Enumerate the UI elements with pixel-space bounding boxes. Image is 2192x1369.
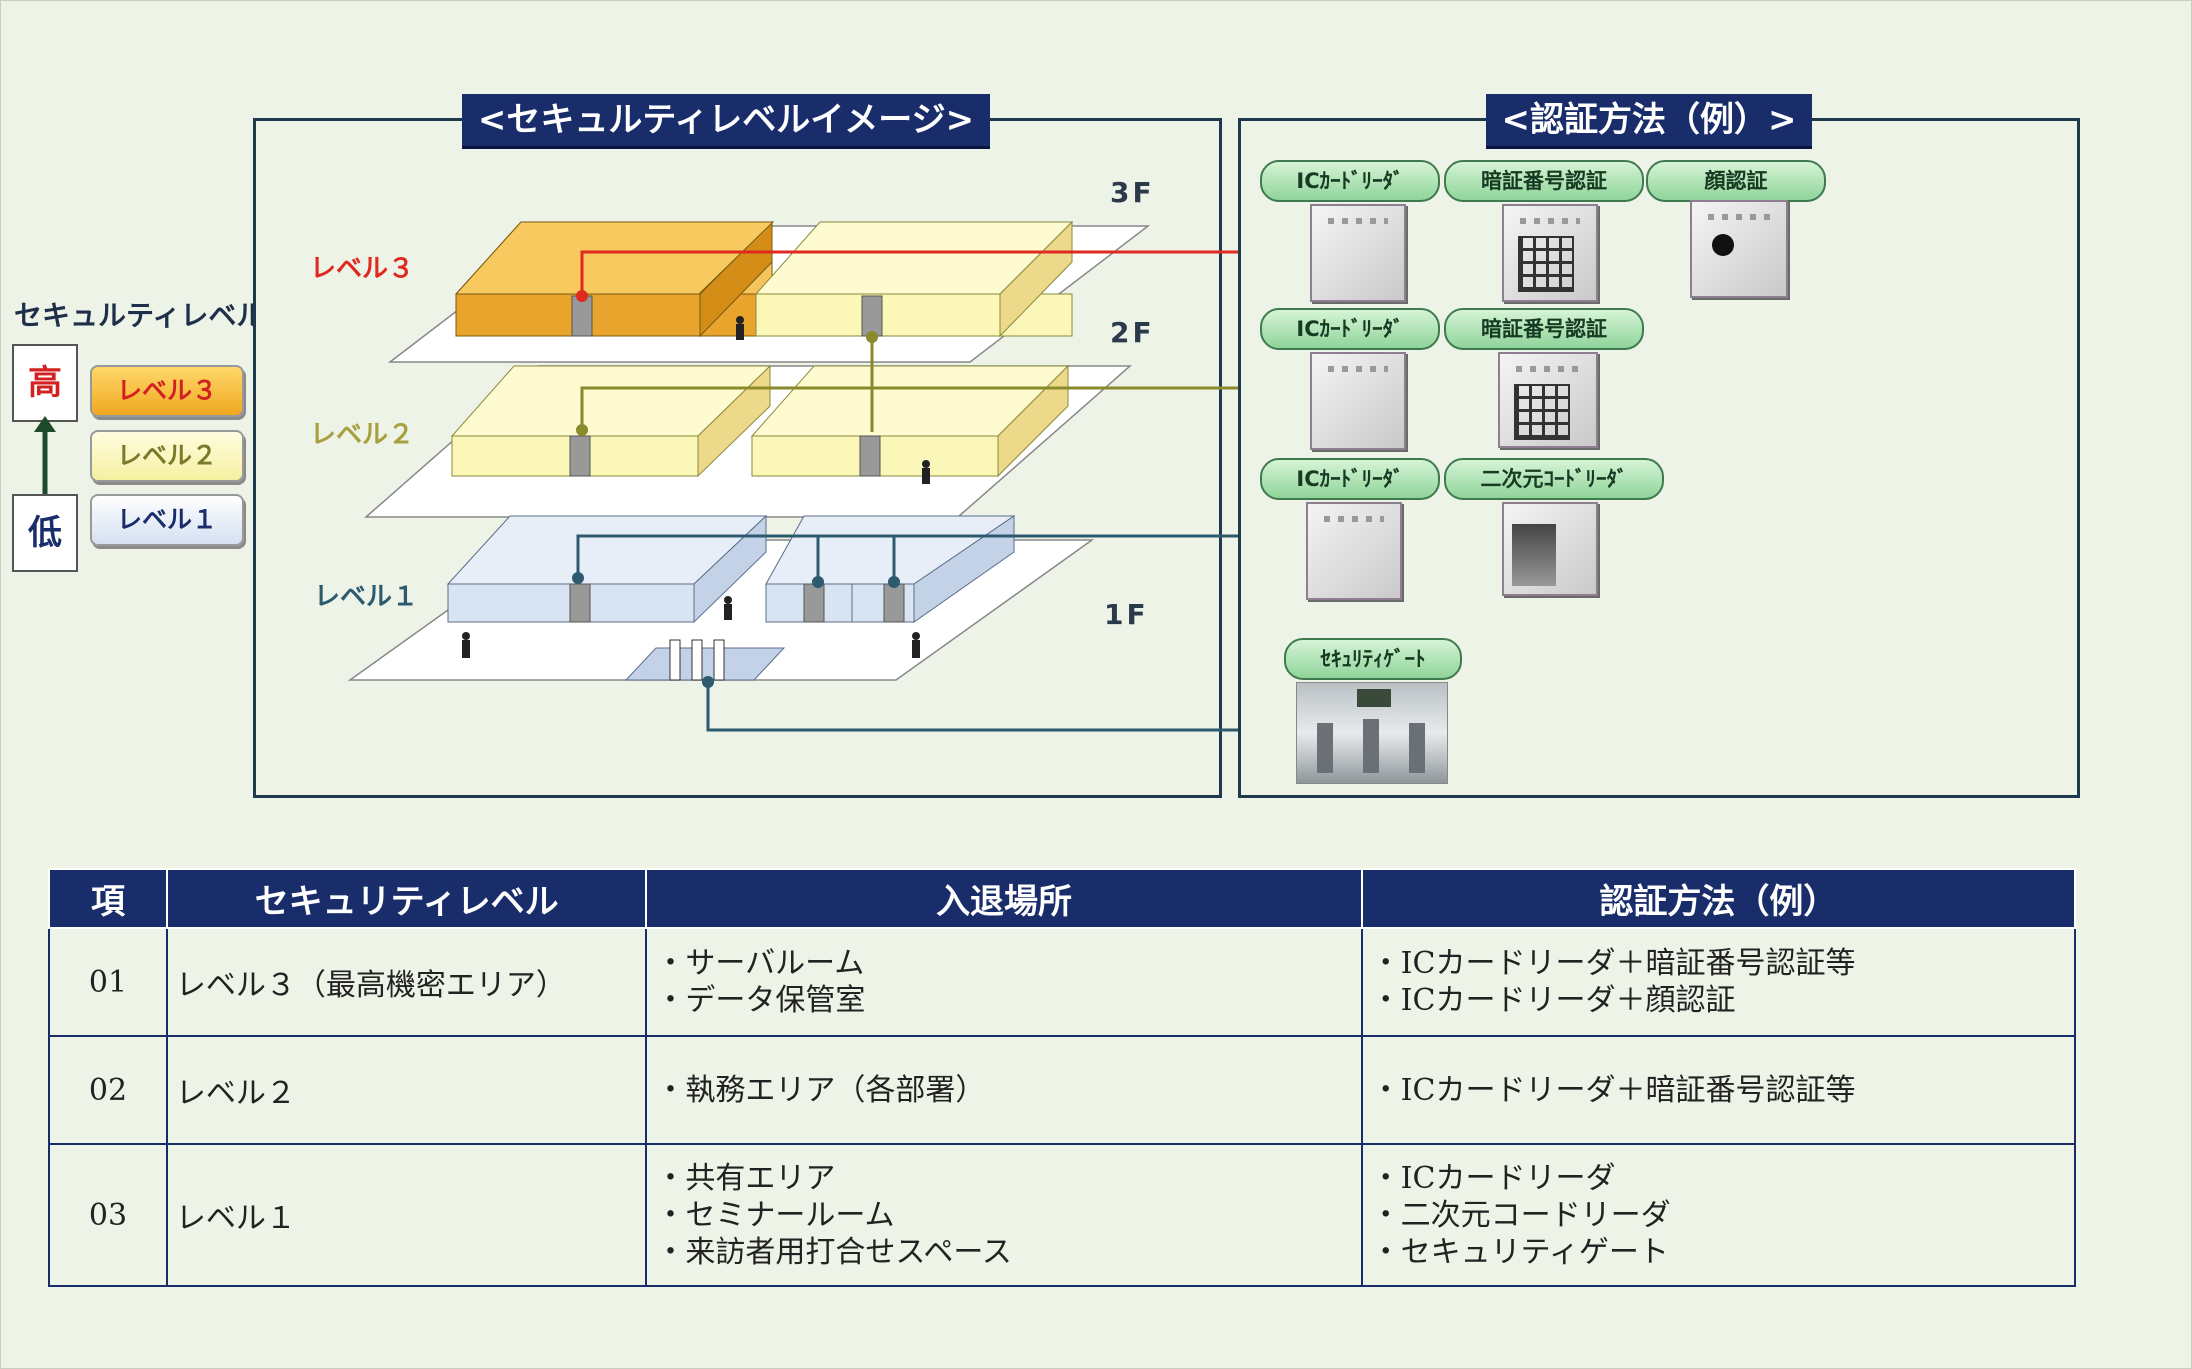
- level2-line: [580, 386, 1312, 432]
- place-item: ・共有エリア: [655, 1160, 836, 1196]
- place-item: ・セミナールーム: [655, 1197, 895, 1233]
- table-row: 02 レベル２ ・執務エリア（各部署） ・ICカードリーダ＋暗証番号認証等: [48, 1035, 2077, 1145]
- pin-pad-device: [1498, 352, 1598, 448]
- row-no: 01: [48, 927, 168, 1037]
- row-methods: ・ICカードリーダ ・二次元コードリーダ ・セキュリティゲート: [1360, 1143, 2077, 1287]
- level1-label: レベル１: [314, 582, 419, 612]
- auth-method-title: <認証方法（例）>: [1486, 94, 1812, 149]
- row-places: ・共有エリア ・セミナールーム ・来訪者用打合せスペース: [645, 1143, 1363, 1287]
- ic-card-reader-pill: ICｶｰﾄﾞﾘｰﾀﾞ: [1260, 160, 1440, 202]
- row-methods: ・ICカードリーダ＋暗証番号認証等: [1360, 1035, 2077, 1145]
- level3-badge: レベル３: [90, 365, 244, 417]
- method-item: ・セキュリティゲート: [1370, 1234, 1669, 1270]
- row-methods: ・ICカードリーダ＋暗証番号認証等 ・ICカードリーダ＋顔認証: [1360, 927, 2077, 1037]
- method-item: ・ICカードリーダ＋暗証番号認証等: [1370, 1072, 1856, 1108]
- place-item: ・サーバルーム: [655, 946, 865, 981]
- pin-pad-device: [1502, 204, 1598, 302]
- room-level3-left: [454, 220, 775, 338]
- room-level1-left: [446, 514, 768, 624]
- room-level2-right: [750, 364, 1070, 478]
- ic-card-reader-pill: ICｶｰﾄﾞﾘｰﾀﾞ: [1260, 458, 1440, 500]
- floor-1f-label: 1F: [1104, 598, 1149, 631]
- row-places: ・執務エリア（各部署）: [645, 1035, 1363, 1145]
- security-image-title: <セキュルティレベルイメージ>: [462, 94, 990, 149]
- security-gate-pill: ｾｷｭﾘﾃｨｹﾞｰﾄ: [1284, 638, 1462, 680]
- face-auth-pill: 顔認証: [1646, 160, 1826, 202]
- floor-2f-label: 2F: [1110, 316, 1155, 349]
- face-reader-device: [1690, 200, 1788, 298]
- up-arrow-icon: [34, 416, 56, 494]
- method-item: ・二次元コードリーダ: [1370, 1197, 1671, 1233]
- pin-auth-pill: 暗証番号認証: [1444, 308, 1644, 350]
- room-level1-right: [765, 515, 1016, 623]
- level1-badge: レベル１: [90, 494, 244, 546]
- ic-card-reader-device: [1306, 502, 1402, 600]
- high-label: 高: [12, 344, 78, 422]
- security-level-heading: セキュルティレベル: [14, 299, 265, 332]
- row-no: 02: [48, 1035, 168, 1145]
- level1-line: [576, 534, 1310, 580]
- table-row: 01 レベル３（最高機密エリア） ・サーバルーム ・データ保管室 ・ICカードリ…: [48, 927, 2077, 1037]
- level2-label: レベル２: [310, 420, 415, 450]
- header-auth-method: 認証方法（例）: [1360, 868, 2077, 929]
- method-item: ・ICカードリーダ: [1370, 1160, 1616, 1196]
- person-icons: [462, 316, 930, 658]
- level3-label: レベル３: [310, 254, 415, 284]
- security-gate-photo: [1296, 682, 1448, 784]
- security-level-table: 項 セキュリティレベル 入退場所 認証方法（例） 01 レベル３（最高機密エリア…: [48, 868, 2077, 1287]
- ic-card-reader-device: [1310, 204, 1406, 302]
- row-level: レベル３（最高機密エリア）: [165, 927, 648, 1037]
- method-item: ・ICカードリーダ＋暗証番号認証等: [1370, 946, 1856, 981]
- gate-line: [706, 682, 1296, 732]
- row-level: レベル２: [165, 1035, 648, 1145]
- level3-line: [580, 250, 1312, 296]
- row-no: 03: [48, 1143, 168, 1287]
- room-level2-3f: [754, 220, 1074, 338]
- method-item: ・ICカードリーダ＋顔認証: [1370, 983, 1736, 1018]
- place-item: ・データ保管室: [655, 983, 866, 1018]
- room-level2-left: [450, 364, 772, 478]
- qr-code-reader-pill: 二次元ｺｰﾄﾞﾘｰﾀﾞ: [1444, 458, 1664, 500]
- ic-card-reader-device: [1310, 352, 1406, 450]
- row-places: ・サーバルーム ・データ保管室: [645, 927, 1363, 1037]
- building-diagram: [347, 220, 1151, 681]
- place-item: ・来訪者用打合せスペース: [655, 1234, 1012, 1270]
- ic-card-reader-pill: ICｶｰﾄﾞﾘｰﾀﾞ: [1260, 308, 1440, 350]
- qr-code-reader-device: [1502, 502, 1598, 596]
- place-item: ・執務エリア（各部署）: [655, 1072, 986, 1108]
- header-security-level: セキュリティレベル: [165, 868, 648, 929]
- header-places: 入退場所: [645, 868, 1363, 929]
- pin-auth-pill: 暗証番号認証: [1444, 160, 1644, 202]
- row-level: レベル１: [165, 1143, 648, 1287]
- level2-badge: レベル２: [90, 430, 244, 482]
- table-row: 03 レベル１ ・共有エリア ・セミナールーム ・来訪者用打合せスペース ・IC…: [48, 1143, 2077, 1287]
- low-label: 低: [12, 494, 78, 572]
- floor-3f-label: 3F: [1110, 176, 1155, 209]
- header-no: 項: [48, 868, 168, 929]
